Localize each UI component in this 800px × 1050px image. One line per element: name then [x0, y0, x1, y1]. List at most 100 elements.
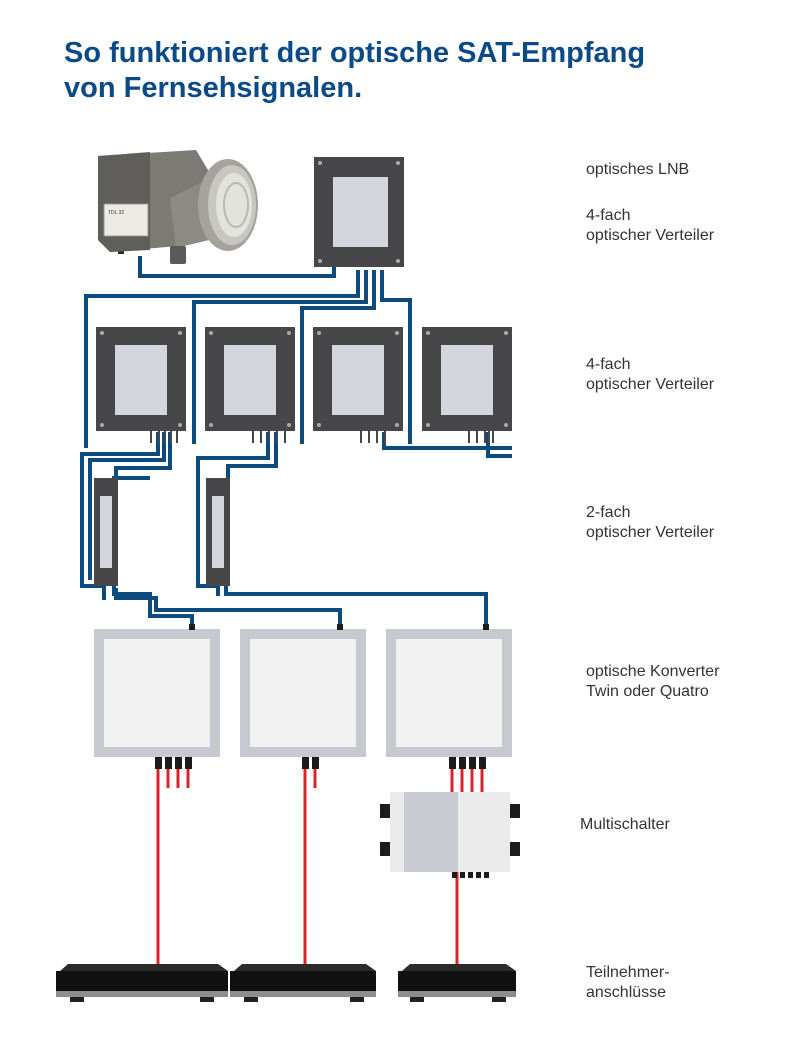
converter-2	[240, 624, 366, 757]
port	[468, 431, 470, 443]
screw	[287, 331, 291, 335]
label-line: 2-fach	[586, 504, 631, 521]
label-splitter-row: 4-fach optischer Verteiler	[586, 355, 714, 395]
lnb-label-sticker	[103, 203, 149, 237]
fiber-row2-out-b	[226, 432, 278, 478]
receiver-1	[56, 964, 228, 1002]
label-line: optische Konverter	[586, 663, 720, 680]
label-subscriber: Teilnehmer- anschlüsse	[586, 963, 670, 1003]
receiver-2	[230, 964, 376, 1002]
fiber-row-right-2	[486, 432, 512, 458]
splitter-panel	[115, 345, 167, 415]
port	[492, 431, 494, 443]
label-line: optischer Verteiler	[586, 227, 715, 244]
splitter-2-1	[94, 478, 118, 586]
label-lnb-text: optisches LNB	[586, 161, 690, 178]
port	[484, 431, 486, 443]
multiswitch-port	[380, 804, 390, 818]
splitter-4-top-panel	[333, 177, 388, 247]
label-line: Twin oder Quatro	[586, 683, 709, 700]
multiswitch-device	[380, 792, 520, 878]
converter-face	[396, 639, 502, 747]
port	[360, 431, 362, 443]
fiber-top-out-2	[192, 270, 368, 444]
label-lnb: optisches LNB	[586, 160, 689, 180]
label-multiswitch-text: Multischalter	[580, 816, 670, 833]
label-multiswitch: Multischalter	[580, 815, 670, 835]
fiber-row2-out-a	[196, 432, 270, 588]
converter-fiber-port	[483, 624, 489, 630]
splitter-panel	[100, 496, 112, 568]
port	[170, 431, 172, 443]
converter-fiber-port	[337, 624, 343, 630]
splitter-panel	[332, 345, 384, 415]
fiber-top-out-3	[300, 270, 376, 444]
port	[276, 431, 278, 443]
lnb-feedhorn-inner	[216, 173, 252, 237]
screw	[209, 331, 213, 335]
splitter-4-row-2	[205, 327, 295, 443]
lnb-connector	[170, 246, 186, 264]
splitter-4-row-1	[96, 327, 186, 443]
multiswitch-port	[380, 842, 390, 856]
coax-cables	[156, 769, 484, 964]
screw	[395, 331, 399, 335]
lnb-device: TDL 32	[98, 150, 258, 264]
label-line: 4-fach	[586, 207, 631, 224]
splitter-4-row-3	[313, 327, 403, 443]
page-title: So funktioniert der optische SAT-Empfang…	[64, 36, 784, 106]
port	[252, 431, 254, 443]
screw	[395, 423, 399, 427]
label-line: optischer Verteiler	[586, 524, 715, 541]
receiver-3	[398, 964, 516, 1002]
fiber-s2-2-to-conv3	[216, 586, 488, 626]
port	[488, 431, 490, 443]
screw	[317, 331, 321, 335]
label-converter: optische Konverter Twin oder Quatro	[586, 662, 719, 702]
lnb-feedhorn-ring	[223, 182, 249, 228]
multiswitch-port	[510, 842, 520, 856]
multiswitch-panel	[404, 792, 458, 872]
screw	[209, 423, 213, 427]
screw	[100, 423, 104, 427]
splitter-4-row-4	[422, 327, 512, 443]
port	[384, 431, 386, 443]
screw	[178, 331, 182, 335]
label-line: 4-fach	[586, 356, 631, 373]
title-line-2: von Fernsehsignalen.	[64, 72, 363, 104]
converter-fiber-port	[189, 624, 195, 630]
splitter-panel	[441, 345, 493, 415]
lnb-label-text: TDL 32	[108, 210, 124, 216]
port	[150, 431, 152, 443]
label-line: anschlüsse	[586, 984, 667, 1001]
screw	[504, 331, 508, 335]
port	[368, 431, 370, 443]
port	[158, 431, 160, 443]
fiber-lnb-to-splitter	[138, 256, 336, 278]
screw	[504, 423, 508, 427]
converter-face	[250, 639, 356, 747]
fiber-lines	[80, 256, 512, 626]
splitter-panel	[224, 345, 276, 415]
label-splitter-2: 2-fach optischer Verteiler	[586, 503, 714, 543]
screw	[396, 161, 400, 165]
port	[268, 431, 270, 443]
port	[164, 431, 166, 443]
splitter-4-top	[314, 157, 404, 267]
port	[284, 431, 286, 443]
converter-3	[386, 624, 512, 757]
screw	[396, 259, 400, 263]
fiber-top-out-1	[84, 270, 360, 448]
fiber-row1-out-a	[80, 432, 160, 588]
screw	[426, 331, 430, 335]
port	[176, 431, 178, 443]
lnb-body-shade	[98, 152, 150, 252]
screw	[287, 423, 291, 427]
splitter-2-2	[206, 478, 230, 586]
screw	[100, 331, 104, 335]
converter-1	[94, 624, 220, 757]
fiber-conv2-feed	[114, 588, 342, 626]
fiber-s2-1-to-conv2	[112, 476, 152, 616]
label-line: Teilnehmer-	[586, 964, 670, 981]
